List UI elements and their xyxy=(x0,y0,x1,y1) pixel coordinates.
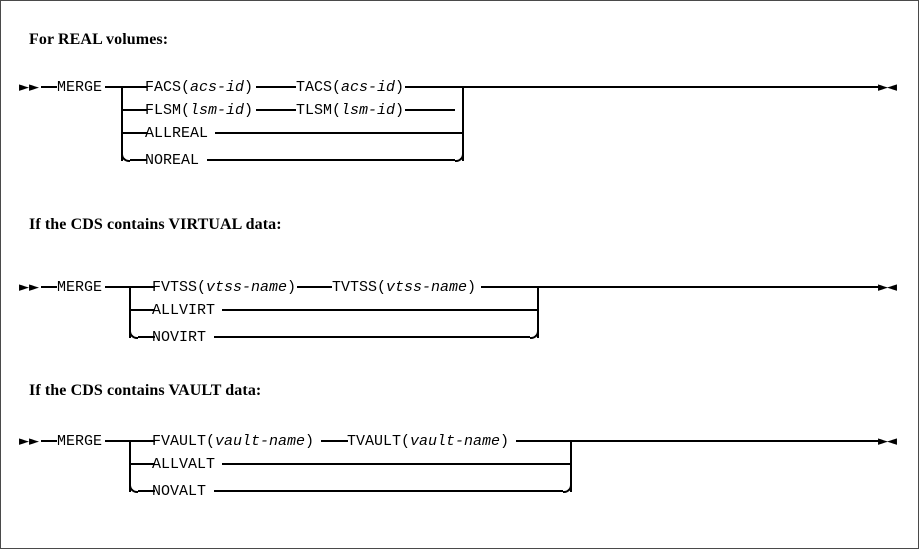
rail-segment xyxy=(214,490,563,492)
rail-segment xyxy=(138,286,155,288)
rail-segment xyxy=(41,86,57,88)
branch-rail-left-corner xyxy=(129,330,138,339)
option-tlsm: TLSM(lsm-id) xyxy=(296,102,405,119)
branch-rail-left xyxy=(129,441,131,492)
branch-rail-right xyxy=(537,287,539,338)
keyword-merge: MERGE xyxy=(57,79,103,96)
rail-segment xyxy=(105,86,147,88)
rail-segment xyxy=(222,309,539,311)
option-allvalt: ALLVALT xyxy=(152,456,216,473)
rail-segment xyxy=(138,440,155,442)
option-allvirt: ALLVIRT xyxy=(152,302,216,319)
section-heading-vault: If the CDS contains VAULT data: xyxy=(29,382,262,399)
rail-segment xyxy=(462,86,880,88)
option-fvtss: FVTSS(vtss-name) xyxy=(152,279,297,296)
rail-segment xyxy=(214,336,530,338)
rail-segment xyxy=(129,309,155,311)
option-allreal: ALLREAL xyxy=(145,125,209,142)
rail-segment xyxy=(121,132,147,134)
option-tacs: TACS(acs-id) xyxy=(296,79,405,96)
rail-segment xyxy=(130,159,147,161)
branch-rail-left-corner xyxy=(129,484,138,493)
rail-segment xyxy=(297,286,332,288)
rail-segment xyxy=(129,463,155,465)
start-marker-icon: ►► xyxy=(19,280,39,295)
rail-segment xyxy=(256,109,296,111)
rail-segment xyxy=(41,440,57,442)
option-novalt: NOVALT xyxy=(152,483,207,500)
rail-segment xyxy=(481,286,539,288)
rail-segment xyxy=(222,463,572,465)
option-novirt: NOVIRT xyxy=(152,329,207,346)
branch-rail-left xyxy=(129,287,131,338)
rail-segment xyxy=(570,440,880,442)
rail-segment xyxy=(405,86,464,88)
rail-segment xyxy=(138,490,155,492)
section-heading-virtual: If the CDS contains VIRTUAL data: xyxy=(29,216,282,233)
rail-segment xyxy=(138,336,155,338)
rail-segment xyxy=(405,109,455,111)
start-marker-icon: ►► xyxy=(19,434,39,449)
rail-segment xyxy=(516,440,572,442)
rail-segment xyxy=(130,86,147,88)
rail-segment xyxy=(215,132,464,134)
rail-segment xyxy=(321,440,348,442)
rail-segment xyxy=(121,109,147,111)
option-tvtss: TVTSS(vtss-name) xyxy=(332,279,477,296)
option-facs: FACS(acs-id) xyxy=(145,79,254,96)
end-marker-icon: ►◄ xyxy=(878,434,897,449)
branch-rail-left-corner xyxy=(121,153,130,162)
option-noreal: NOREAL xyxy=(145,152,200,169)
rail-segment xyxy=(41,286,57,288)
rail-segment xyxy=(537,286,880,288)
start-marker-icon: ►► xyxy=(19,80,39,95)
branch-rail-left xyxy=(121,87,123,161)
rail-segment xyxy=(207,159,455,161)
section-heading-real: For REAL volumes: xyxy=(29,31,169,48)
option-tvault: TVAULT(vault-name) xyxy=(347,433,510,450)
option-flsm: FLSM(lsm-id) xyxy=(145,102,254,119)
keyword-merge: MERGE xyxy=(57,279,103,296)
branch-rail-right xyxy=(462,87,464,161)
keyword-merge: MERGE xyxy=(57,433,103,450)
end-marker-icon: ►◄ xyxy=(878,280,897,295)
rail-segment xyxy=(256,86,296,88)
option-fvault: FVAULT(vault-name) xyxy=(152,433,315,450)
end-marker-icon: ►◄ xyxy=(878,80,897,95)
branch-rail-right xyxy=(570,441,572,492)
